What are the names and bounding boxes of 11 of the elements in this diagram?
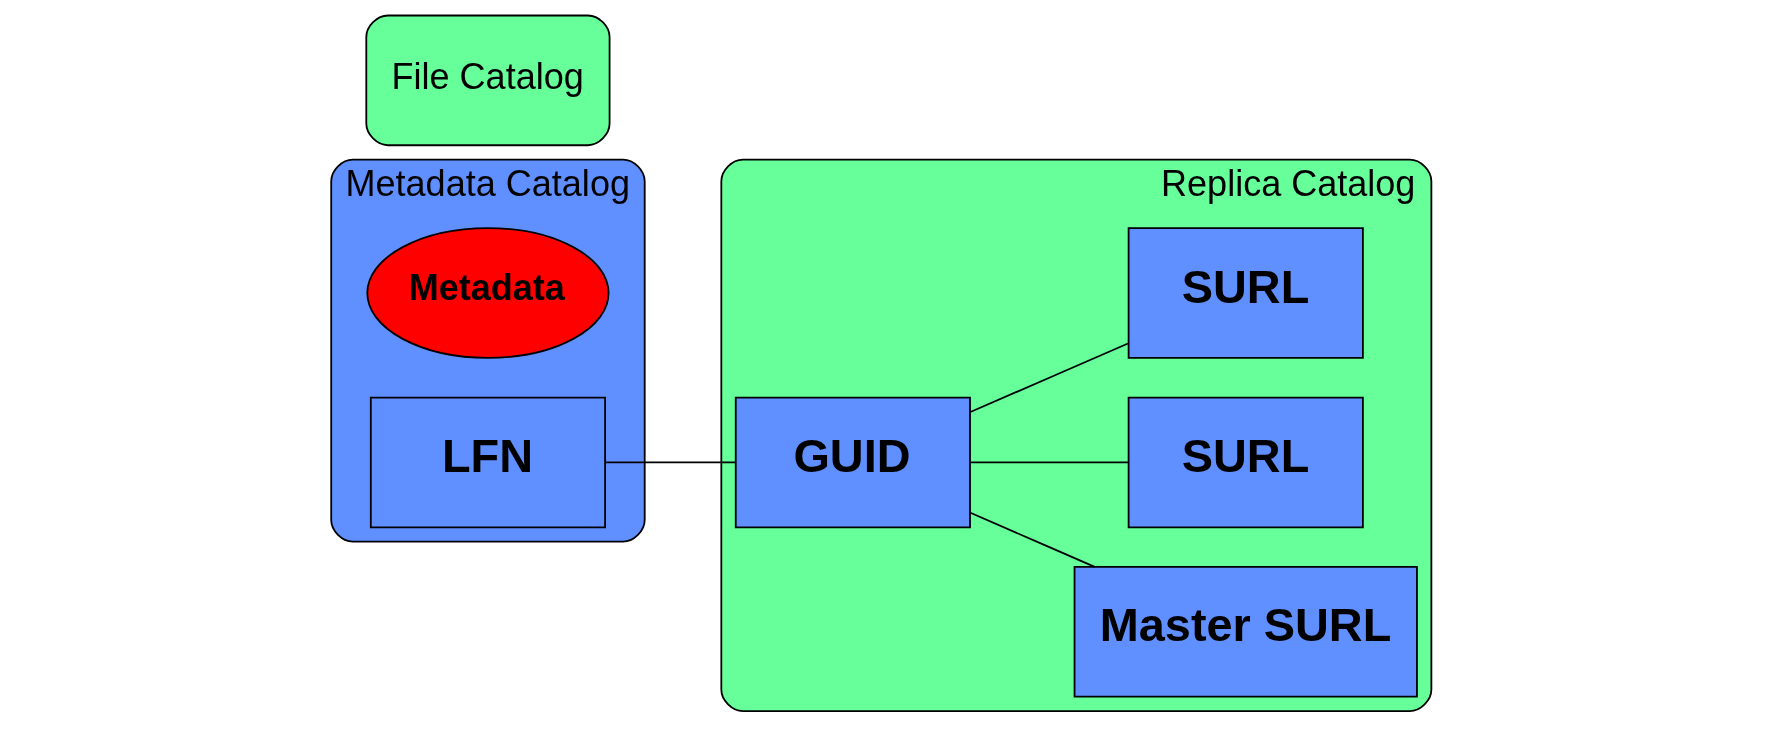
node-box: LFN (369, 396, 606, 529)
node-box: SURL (1127, 396, 1364, 529)
node-ellipse: Metadata (366, 227, 610, 359)
node-box: File Catalog (365, 14, 611, 147)
connector (969, 511, 1096, 568)
node-box: GUID (734, 396, 971, 529)
connector (969, 342, 1129, 413)
connector (604, 461, 737, 464)
node-box: Master SURL (1073, 566, 1418, 698)
node-box: SURL (1127, 227, 1364, 359)
connector (969, 461, 1129, 464)
